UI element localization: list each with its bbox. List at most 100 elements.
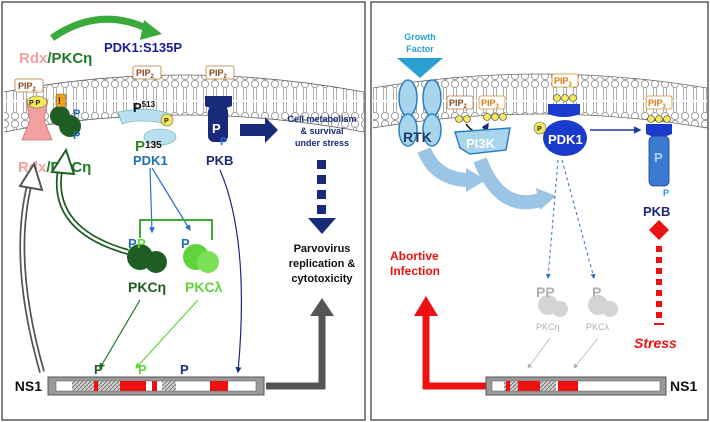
svg-text:PIP3: PIP3 [554, 76, 573, 88]
svg-text:P: P [180, 362, 189, 377]
pip3-label-right-2: PIP3 [551, 73, 579, 88]
svg-text:PDK1: PDK1 [133, 153, 168, 168]
svg-text:NS1: NS1 [670, 378, 697, 394]
svg-text:PIP2: PIP2 [18, 81, 37, 93]
ns1-feedback-arrow-head [18, 161, 44, 192]
svg-text:Abortive: Abortive [390, 249, 439, 263]
ns1-bar-right: NS1 [485, 376, 697, 396]
svg-text:PDK1: PDK1 [548, 132, 583, 147]
ns1-to-abortive-arrow [422, 314, 486, 390]
svg-text:P: P [592, 284, 601, 300]
translocation-arrow [50, 15, 152, 41]
pip3-label-right-3: PIP3 [645, 95, 673, 110]
pkb-protein: P P PKB [205, 96, 233, 168]
svg-text:under stress: under stress [295, 138, 349, 148]
svg-text:P: P [73, 108, 80, 120]
pkb-to-ns1-arrow [219, 169, 243, 374]
svg-text:P: P [654, 150, 663, 165]
svg-text:P135: P135 [135, 138, 162, 155]
svg-text:P: P [94, 362, 103, 377]
svg-text:PKB: PKB [206, 153, 233, 168]
stress-label: Stress [634, 335, 677, 351]
pdk1-to-pkceta-arrow [148, 167, 155, 234]
growth-factor: Growth Factor [397, 32, 443, 78]
svg-text:PIP2: PIP2 [209, 68, 228, 80]
rdx-protein [21, 99, 53, 141]
svg-text:P: P [128, 236, 137, 251]
svg-text:P: P [164, 118, 169, 125]
svg-text:P: P [537, 126, 542, 133]
svg-text:P P: P P [29, 100, 40, 107]
parvovirus-outcome-text: Parvovirus replication & cytotoxicity [289, 243, 356, 285]
svg-text:PIP2: PIP2 [136, 68, 155, 80]
svg-text:PI3K: PI3K [466, 136, 496, 151]
pkceta-gray-to-ns1 [527, 337, 551, 369]
rtk-to-pi3k-flow-head [466, 168, 486, 192]
ns1-to-outcome-arrow [266, 312, 326, 390]
svg-text:cytotoxicity: cytotoxicity [291, 273, 353, 285]
pdk1-protein: P P513 P135 PDK1 [117, 100, 177, 168]
pkb-right: P P PKB [643, 115, 672, 219]
ns1-to-outcome-arrow-head [310, 298, 334, 316]
svg-text:& survival: & survival [300, 126, 343, 136]
stress-inhibition [649, 220, 669, 325]
pkc-bracket [139, 219, 213, 240]
rtk-receptor: RTK [398, 79, 442, 147]
rdx-pkc-top-label: Rdx/PKCη [19, 50, 92, 67]
svg-text:!: ! [58, 96, 61, 106]
translocation-arrow-head [140, 20, 162, 40]
svg-text:Factor: Factor [406, 44, 434, 54]
svg-text:P: P [663, 188, 669, 198]
pi3k-protein: PI3K [454, 127, 511, 155]
svg-text:PKCλ: PKCλ [586, 322, 610, 332]
pip2-label-right: PIP2 [446, 95, 474, 110]
dashed-down-arrow [308, 160, 336, 234]
pi3k-to-pdk1-flow-head [536, 188, 556, 210]
svg-text:PP: PP [536, 284, 555, 300]
left-membrane [3, 74, 365, 133]
svg-text:PIP3: PIP3 [481, 98, 500, 110]
svg-text:replication &: replication & [289, 258, 356, 270]
right-membrane [372, 73, 708, 129]
svg-text:P: P [220, 136, 227, 148]
pip2-label-2: PIP2 [132, 65, 162, 80]
pdk1-to-pkclambda-dashed [561, 159, 596, 279]
svg-text:PKB: PKB [643, 204, 670, 219]
pdk1-mutation-label: PDK1:S135P [104, 40, 182, 55]
pip2-label-1: PIP2 [14, 78, 44, 93]
svg-text:PKCλ: PKCλ [185, 279, 223, 295]
svg-text:P: P [137, 236, 146, 251]
pi3k-to-pdk1-flow-arrow [473, 157, 543, 210]
pkc-eta-cytosolic: P P PKCη [127, 236, 167, 295]
pkb-to-survival-arrow [240, 117, 278, 143]
pkc-lambda-cytosolic: P PKCλ [181, 236, 223, 295]
svg-text:P: P [73, 130, 80, 142]
rtk-to-pi3k-flow-arrow [417, 147, 471, 187]
pkc-recycle-arrow-head [50, 147, 76, 176]
ns1-to-abortive-arrow-head [414, 296, 438, 316]
svg-text:PIP3: PIP3 [648, 98, 667, 110]
pp-badge-rdx: P P [26, 95, 48, 109]
pkc-eta-gray: PP PKCη [536, 284, 568, 332]
pkc-lambda-gray: P PKCλ [586, 284, 618, 332]
ns1-bar-left: NS1 P P P [15, 362, 265, 396]
survival-outcome-text: Cell metabolism & survival under stress [287, 114, 356, 148]
svg-text:PIP2: PIP2 [449, 98, 468, 110]
svg-text:PKCη: PKCη [128, 279, 166, 295]
pip2-label-3: PIP2 [205, 65, 235, 80]
pdk1-to-pkceta-dashed [545, 159, 559, 279]
svg-text:PKCη: PKCη [536, 322, 560, 332]
pip3-label-right-1: PIP3 [478, 95, 506, 110]
svg-text:Parvovirus: Parvovirus [294, 243, 351, 255]
pkclambda-to-ns1-arrow [135, 299, 199, 369]
svg-text:P: P [212, 121, 221, 136]
svg-text:Infection: Infection [390, 264, 440, 278]
pip-heads-pi3k [455, 113, 507, 133]
pkc-eta-membrane: ! P P [50, 93, 81, 142]
pkceta-to-ns1-arrow [99, 299, 141, 370]
svg-text:Growth: Growth [404, 32, 436, 42]
ns1-feedback-arrow-inner [21, 181, 44, 373]
svg-text:P: P [181, 236, 190, 251]
